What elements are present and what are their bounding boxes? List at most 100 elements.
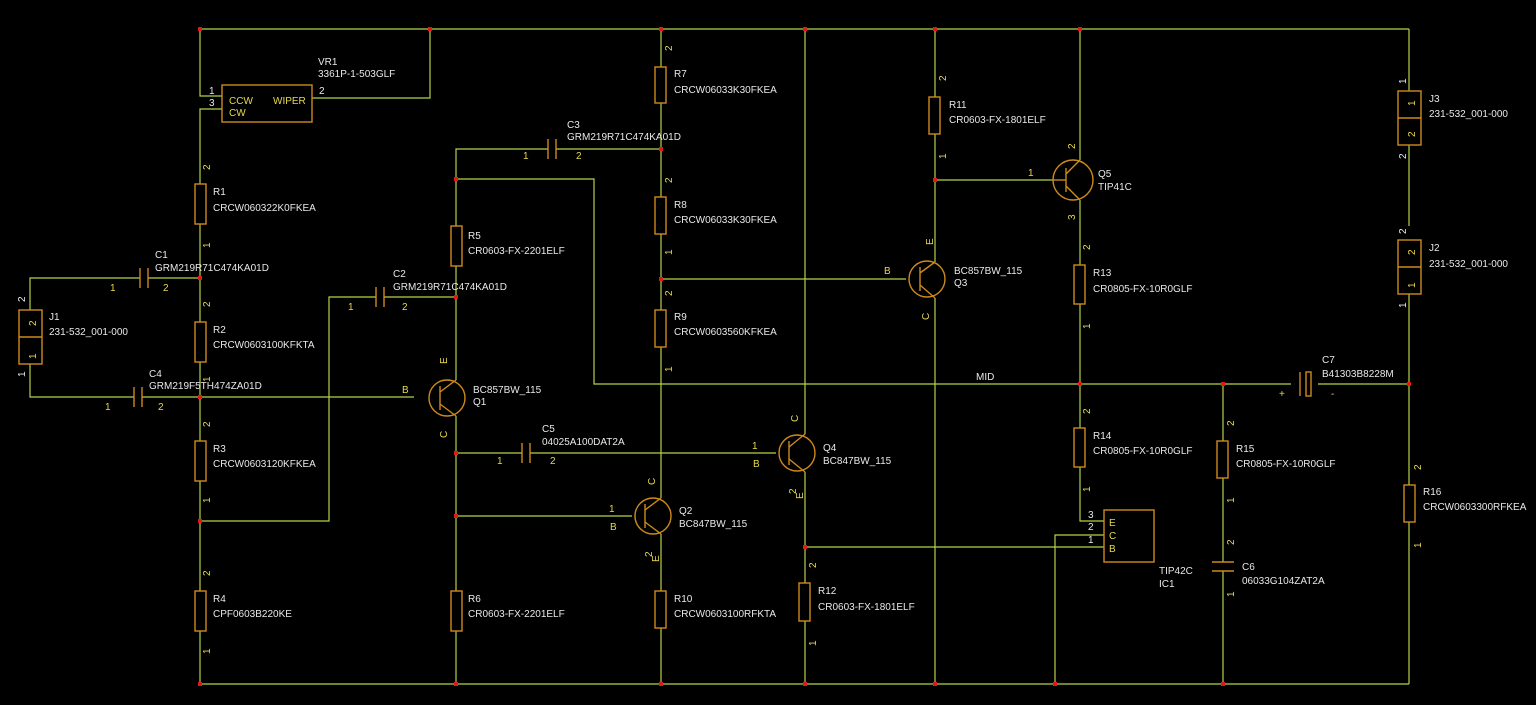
r10-value: CRCW0603100RFKTA bbox=[674, 609, 776, 620]
q3-pnp-transistor[interactable]: B E C BC857BW_115 Q3 bbox=[884, 238, 1023, 320]
q4-pin2: 2 bbox=[788, 488, 799, 494]
r12-value: CR0603-FX-1801ELF bbox=[818, 602, 915, 613]
j3-pin1: 1 bbox=[1398, 78, 1409, 84]
vr1-pin1: 1 bbox=[209, 86, 215, 97]
c3-ref: C3 bbox=[567, 120, 580, 131]
q3-emitter-leg bbox=[919, 261, 936, 274]
junction-dot bbox=[198, 395, 202, 399]
r6-resistor[interactable]: R6 CR0603-FX-2201ELF bbox=[450, 590, 565, 632]
r14-ref: R14 bbox=[1093, 431, 1112, 442]
r11-body bbox=[928, 96, 941, 135]
r15-ref: R15 bbox=[1236, 444, 1255, 455]
junction-dot bbox=[659, 682, 663, 686]
c4-capacitor[interactable]: 1 2 C4 GRM219F5TH474ZA01D bbox=[105, 369, 262, 413]
r13-resistor[interactable]: 2 1 R13 CR0805-FX-10R0GLF bbox=[1073, 244, 1192, 329]
r10-resistor[interactable]: R10 CRCW0603100RFKTA bbox=[654, 590, 776, 629]
c6-pin2: 2 bbox=[1226, 539, 1237, 545]
vr1-pin3: 3 bbox=[209, 98, 215, 109]
wire-left-cw bbox=[199, 108, 222, 184]
r8-pin1: 1 bbox=[664, 249, 675, 255]
r5-resistor[interactable]: R5 CR0603-FX-2201ELF bbox=[450, 225, 565, 267]
junction-dot bbox=[1078, 27, 1082, 31]
wire-c2-loop bbox=[200, 296, 376, 522]
r15-pin2: 2 bbox=[1226, 420, 1237, 426]
c1-value: GRM219R71C474KA01D bbox=[155, 263, 269, 274]
q4-emitter-leg bbox=[788, 458, 806, 473]
r4-resistor[interactable]: 2 1 R4 CPF0603B220KE bbox=[194, 570, 292, 654]
vr1-body bbox=[221, 84, 313, 123]
j3-value: 231-532_001-000 bbox=[1429, 109, 1508, 120]
r14-resistor[interactable]: 2 1 R14 CR0805-FX-10R0GLF bbox=[1073, 408, 1192, 492]
ic1-transistor-block[interactable]: E C B 3 2 1 TIP42C IC1 bbox=[1088, 509, 1193, 590]
wire-j1-bot bbox=[29, 364, 134, 398]
c1-capacitor[interactable]: 1 2 C1 GRM219R71C474KA01D bbox=[110, 250, 269, 294]
c7-plate-negative bbox=[1305, 371, 1312, 397]
q5-npn-transistor[interactable]: 1 2 3 Q5 TIP41C bbox=[1028, 143, 1132, 220]
q4-pin1: 1 bbox=[752, 441, 758, 452]
wire-r14-ic1 bbox=[1079, 467, 1104, 522]
r11-pin1: 1 bbox=[938, 153, 949, 159]
c5-capacitor[interactable]: 1 2 C5 04025A100DAT2A bbox=[497, 424, 625, 467]
c4-value: GRM219F5TH474ZA01D bbox=[149, 381, 262, 392]
q2-body bbox=[634, 497, 672, 535]
r7-pin2: 2 bbox=[664, 45, 675, 51]
junction-dot bbox=[1221, 382, 1225, 386]
q3-b-label: B bbox=[884, 266, 891, 277]
r15-pin1: 1 bbox=[1226, 497, 1237, 503]
j3-ref: J3 bbox=[1429, 94, 1440, 105]
vr1-ccw-label: CCW bbox=[229, 96, 253, 107]
junction-dot bbox=[428, 27, 432, 31]
r15-resistor[interactable]: 2 1 R15 CR0805-FX-10R0GLF bbox=[1216, 420, 1335, 503]
j1-pin1: 1 bbox=[17, 371, 28, 377]
j2-connector[interactable]: 2 1 2 1 J2 231-532_001-000 bbox=[1397, 228, 1508, 308]
c2-capacitor[interactable]: 1 2 C2 GRM219R71C474KA01D bbox=[348, 269, 507, 313]
q4-npn-transistor[interactable]: B 1 C E 2 Q4 BC847BW_115 bbox=[752, 415, 892, 499]
q5-ref: Q5 bbox=[1098, 169, 1112, 180]
r3-ref: R3 bbox=[213, 444, 226, 455]
c7-electrolytic-capacitor[interactable]: + - C7 B41303B8228M bbox=[1279, 355, 1394, 400]
q5-collector-leg bbox=[1065, 159, 1081, 175]
wire-mid-feedback bbox=[456, 178, 1291, 385]
r13-value: CR0805-FX-10R0GLF bbox=[1093, 284, 1192, 295]
j2-pin2: 2 bbox=[1398, 228, 1409, 234]
r2-resistor[interactable]: 2 1 R2 CRCW0603100KFKTA bbox=[194, 301, 315, 382]
r9-ref: R9 bbox=[674, 312, 687, 323]
q2-npn-transistor[interactable]: B 1 C E 2 Q2 BC847BW_115 bbox=[609, 478, 748, 562]
junction-dot bbox=[803, 545, 807, 549]
r15-body bbox=[1216, 440, 1229, 479]
r14-pin1: 1 bbox=[1082, 486, 1093, 492]
r16-resistor[interactable]: 2 1 R16 CRCW0603300RFKEA bbox=[1403, 464, 1527, 548]
r2-pin1: 1 bbox=[202, 376, 213, 382]
r1-body bbox=[194, 183, 207, 225]
r2-value: CRCW0603100KFKTA bbox=[213, 340, 315, 351]
r7-value: CRCW06033K30FKEA bbox=[674, 85, 777, 96]
q1-c-label: C bbox=[439, 431, 450, 438]
r5-value: CR0603-FX-2201ELF bbox=[468, 246, 565, 257]
junction-dot bbox=[1221, 682, 1225, 686]
r1-value: CRCW060322K0FKEA bbox=[213, 203, 316, 214]
r15-value: CR0805-FX-10R0GLF bbox=[1236, 459, 1335, 470]
wire-c3-left bbox=[455, 148, 548, 179]
j3-connector[interactable]: 1 2 1 2 J3 231-532_001-000 bbox=[1397, 78, 1508, 159]
ic1-body bbox=[1103, 509, 1155, 563]
r6-body bbox=[450, 590, 463, 632]
c6-capacitor[interactable]: 2 1 C6 06033G104ZAT2A bbox=[1212, 539, 1325, 597]
q1-value: BC857BW_115 bbox=[473, 385, 542, 396]
q2-value: BC847BW_115 bbox=[679, 519, 748, 530]
junction-dot bbox=[659, 277, 663, 281]
r3-resistor[interactable]: 2 1 R3 CRCW0603120KFKEA bbox=[194, 421, 316, 503]
r8-resistor[interactable]: 2 1 R8 CRCW06033K30FKEA bbox=[654, 177, 777, 255]
r8-value: CRCW06033K30FKEA bbox=[674, 215, 777, 226]
j1-connector[interactable]: 2 1 2 1 J1 231-532_001-000 bbox=[17, 296, 128, 377]
r12-resistor[interactable]: 2 1 R12 CR0603-FX-1801ELF bbox=[798, 562, 915, 646]
q1-pnp-transistor[interactable]: B E C BC857BW_115 Q1 bbox=[402, 357, 542, 438]
c3-capacitor[interactable]: 1 2 C3 GRM219R71C474KA01D bbox=[523, 120, 681, 162]
r9-resistor[interactable]: 2 1 R9 CRCW0603560KFKEA bbox=[654, 290, 777, 372]
r13-pin1: 1 bbox=[1082, 323, 1093, 329]
r1-resistor[interactable]: 2 1 R1 CRCW060322K0FKEA bbox=[194, 164, 316, 248]
r7-resistor[interactable]: 2 R7 CRCW06033K30FKEA bbox=[654, 45, 777, 104]
r11-resistor[interactable]: 2 1 R11 CR0603-FX-1801ELF bbox=[928, 75, 1046, 159]
c5-ref: C5 bbox=[542, 424, 555, 435]
vr1-potentiometer[interactable]: CCW CW WIPER 1 3 2 VR1 3361P-1-503GLF bbox=[209, 57, 395, 123]
r11-ref: R11 bbox=[949, 100, 967, 111]
